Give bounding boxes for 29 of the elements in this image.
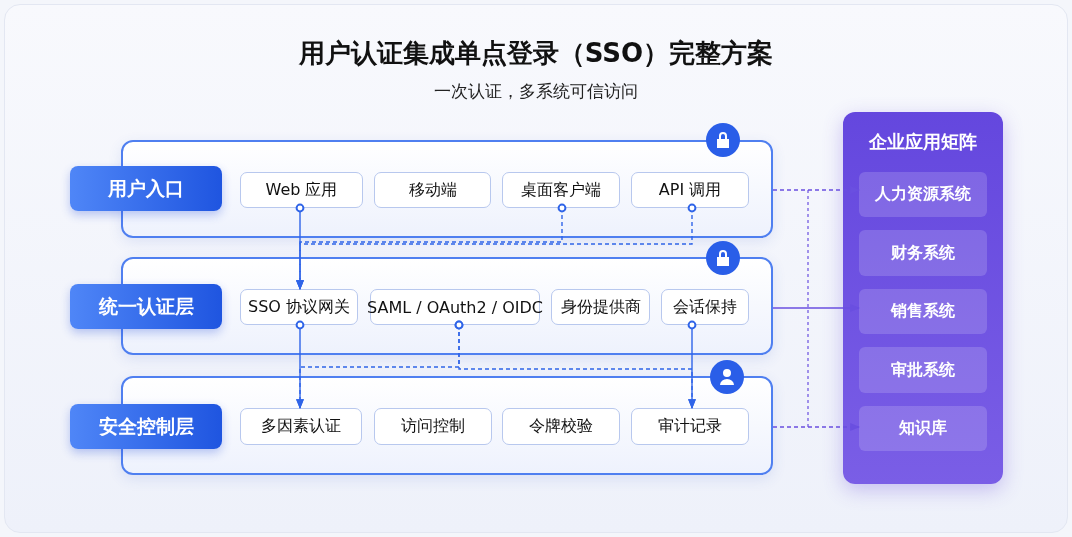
system-box: 财务系统	[859, 230, 987, 276]
component-box: 桌面客户端	[502, 172, 620, 208]
component-box: 多因素认证	[240, 408, 362, 445]
component-box: 审计记录	[631, 408, 749, 445]
panel-title: 企业应用矩阵	[868, 130, 978, 154]
system-box: 销售系统	[859, 289, 987, 334]
system-box: 审批系统	[859, 347, 987, 393]
component-box: API 调用	[631, 172, 749, 208]
arrow	[296, 203, 697, 290]
component-box: 身份提供商	[551, 289, 650, 325]
layer-tab: 统一认证层	[70, 284, 222, 329]
component-box: 移动端	[374, 172, 491, 208]
system-box: 人力资源系统	[859, 172, 987, 217]
app-matrix-panel	[843, 112, 1003, 484]
component-box: Web 应用	[240, 172, 363, 208]
layer-tab: 安全控制层	[70, 404, 222, 449]
arrow	[687, 320, 697, 409]
system-box: 知识库	[859, 406, 987, 451]
component-box: SAML / OAuth2 / OIDC	[370, 289, 540, 325]
arrow	[772, 304, 860, 312]
title: 用户认证集成单点登录（SSO）完整方案	[297, 37, 775, 70]
component-box: 会话保持	[661, 289, 749, 325]
component-box: 访问控制	[374, 408, 492, 445]
arrow	[772, 186, 860, 194]
subtitle: 一次认证，多系统可信访问	[433, 80, 639, 103]
arrow	[772, 423, 860, 431]
component-box: SSO 协议网关	[240, 289, 358, 325]
layer-tab: 用户入口	[70, 166, 222, 211]
component-box: 令牌校验	[502, 408, 620, 445]
